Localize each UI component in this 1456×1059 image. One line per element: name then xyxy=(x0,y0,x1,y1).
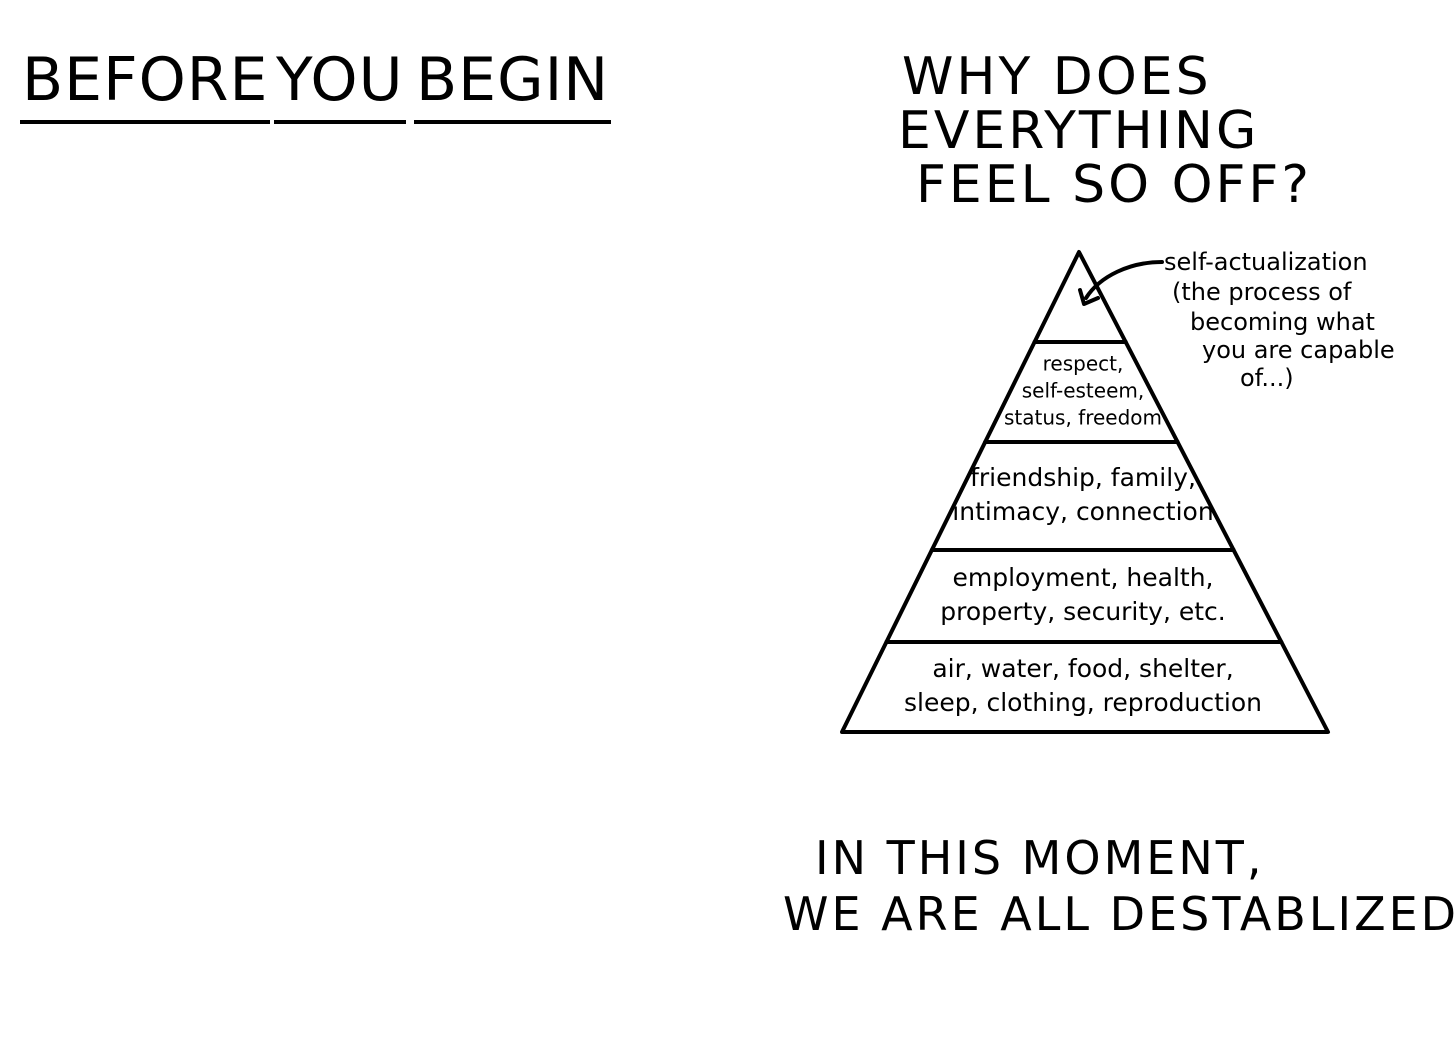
side-note-line-5: of...) xyxy=(1240,364,1294,392)
side-note-line-1: self-actualization xyxy=(1164,248,1368,276)
bottom-line-2: WE ARE ALL DESTABLIZED... xyxy=(783,887,1456,941)
pointer-arrow xyxy=(1084,260,1164,300)
pyramid-tier-label: status, freedom xyxy=(1004,406,1162,430)
pyramid-tier-label: friendship, family, xyxy=(970,463,1196,492)
side-note-line-3: becoming what xyxy=(1190,308,1375,336)
pyramid-tier-label: self-esteem, xyxy=(1022,379,1144,403)
question-line-1: WHY DOES xyxy=(902,47,1212,107)
pyramid-tier-label: property, security, etc. xyxy=(940,597,1226,626)
question-line-3: FEEL SO OFF? xyxy=(916,155,1312,215)
pyramid-tier-label: respect, xyxy=(1043,352,1124,376)
question-line-2: EVERYTHING xyxy=(898,101,1260,161)
pyramid-labels: air, water, food, shelter, sleep, clothin… xyxy=(904,352,1262,717)
side-note-line-4: you are capable xyxy=(1202,336,1395,364)
pyramid-tier-label: air, water, food, shelter, xyxy=(932,654,1233,683)
pointer-arrowhead xyxy=(1078,288,1100,306)
bottom-line-1: IN THIS MOMENT, xyxy=(815,831,1265,885)
pyramid-tier-label: employment, health, xyxy=(953,563,1214,592)
header-word-you: YOU xyxy=(274,40,406,124)
pyramid-tier-label: intimacy, connection xyxy=(952,497,1213,526)
header-word-before: BEFORE xyxy=(20,40,271,124)
side-note-line-2: (the process of xyxy=(1172,278,1352,306)
pyramid-tier-label: sleep, clothing, reproduction xyxy=(904,688,1262,717)
header-word-begin: BEGIN xyxy=(414,40,612,124)
